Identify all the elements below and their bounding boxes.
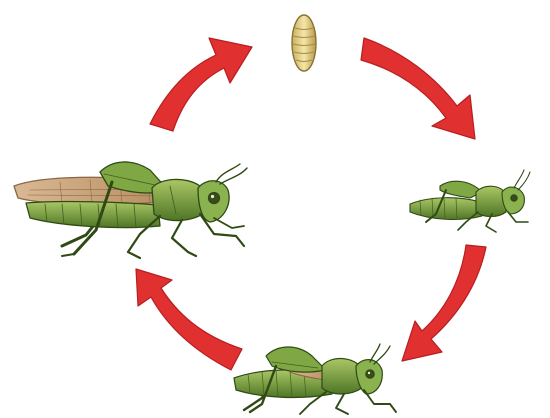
egg-icon [292, 15, 316, 71]
arrow-egg-to-nymph [361, 38, 475, 139]
arrow-adult-to-egg [150, 38, 252, 131]
grasshopper-nymph-icon [410, 170, 530, 232]
arrow-nymph-to-older-nymph [402, 245, 486, 361]
grasshopper-nymph-wing-buds-icon [234, 344, 396, 414]
adult-grasshopper-icon [14, 162, 247, 258]
arrow-older-nymph-to-adult [136, 269, 242, 370]
